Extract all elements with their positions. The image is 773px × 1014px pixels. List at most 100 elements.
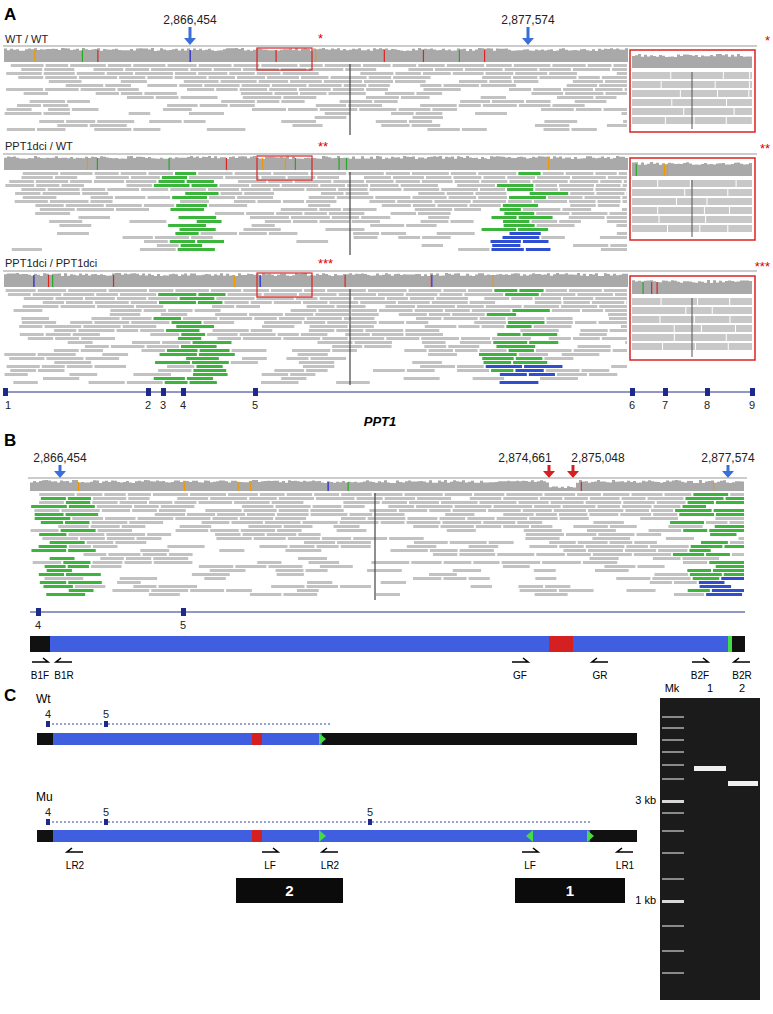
figure-label: 5 [252,400,258,411]
sequence-read [519,216,553,219]
sequence-read [587,529,616,532]
sequence-read [285,313,313,316]
sequence-read [204,84,239,87]
sequence-read [300,92,326,95]
sequence-read [67,100,90,103]
sequence-read [38,353,76,356]
construct-segment [262,733,322,745]
zoom-read [749,90,752,97]
sequence-read [210,569,246,572]
sequence-read [172,196,207,199]
sequence-read [43,192,81,195]
sequence-read [288,108,318,111]
sequence-read [716,565,744,568]
sequence-read [599,305,627,308]
sequence-read [257,561,281,564]
sequence-read [332,216,359,219]
sequence-read [168,224,206,227]
sequence-read [504,224,535,227]
sequence-read [309,561,340,564]
sequence-read [324,80,362,83]
sequence-read [370,188,402,191]
sequence-read [475,112,507,115]
sequence-read [445,493,472,496]
sequence-read [544,128,570,131]
sequence-read [329,212,364,215]
sequence-read [376,120,407,123]
sequence-read [549,337,571,340]
sequence-read [277,529,301,532]
figure-label: * [765,34,770,47]
sequence-read [473,377,504,380]
zoom-panel [630,50,755,132]
sequence-read [351,321,377,324]
sequence-read [284,525,313,528]
gene-exon [253,388,258,396]
sequence-read [120,577,157,580]
zoom-read [632,334,674,341]
sequence-read [458,325,479,328]
sequence-read [274,92,298,95]
sequence-read [159,301,196,304]
sequence-read [541,236,564,239]
sequence-read [147,345,179,348]
sequence-read [348,172,384,175]
construct-segment [50,636,549,652]
sequence-read [369,200,395,203]
sequence-read [316,545,338,548]
sequence-read [117,329,139,332]
sequence-read [274,369,304,372]
figure-label: 6 [629,400,635,411]
sequence-read [327,289,366,292]
sequence-read [66,84,104,87]
sequence-read [531,220,557,223]
sequence-read [699,581,725,584]
sequence-read [306,369,328,372]
sequence-read [127,96,154,99]
zoom-read [632,207,657,214]
sequence-read [131,321,169,324]
sequence-read [307,305,335,308]
sequence-read [288,176,316,179]
sequence-read [310,509,343,512]
sequence-read [514,80,539,83]
sequence-read [596,192,624,195]
figure-label: Mu [36,791,53,803]
sequence-read [50,200,89,203]
zoom-read [632,307,685,314]
sequence-read [543,172,564,175]
sequence-read [518,585,543,588]
sequence-read [701,541,728,544]
sequence-read [175,76,207,79]
sequence-read [269,88,297,91]
construct-segment [732,636,745,652]
sequence-read [241,529,275,532]
sequence-read [422,244,443,247]
sequence-read [317,341,352,344]
sequence-read [668,525,702,528]
figure-label: LR2 [66,861,84,871]
sequence-read [567,84,598,87]
sequence-read [207,333,238,336]
sequence-read [240,333,276,336]
sequence-read [31,529,59,532]
sequence-read [248,525,281,528]
sequence-read [241,188,271,191]
sequence-read [57,124,87,127]
sequence-read [583,561,617,564]
sequence-read [320,184,345,187]
sequence-read [406,224,436,227]
sequence-read [181,333,205,336]
sequence-read [712,589,744,592]
variant-tick [548,158,549,170]
sequence-read [467,517,494,520]
sequence-read [593,521,623,524]
sequence-read [381,124,409,127]
sequence-read [19,325,42,328]
sequence-read [393,64,417,67]
sequence-read [425,325,457,328]
sequence-read [229,72,254,75]
sequence-read [436,297,468,300]
zoom-read [696,343,728,350]
sequence-read [45,76,77,79]
